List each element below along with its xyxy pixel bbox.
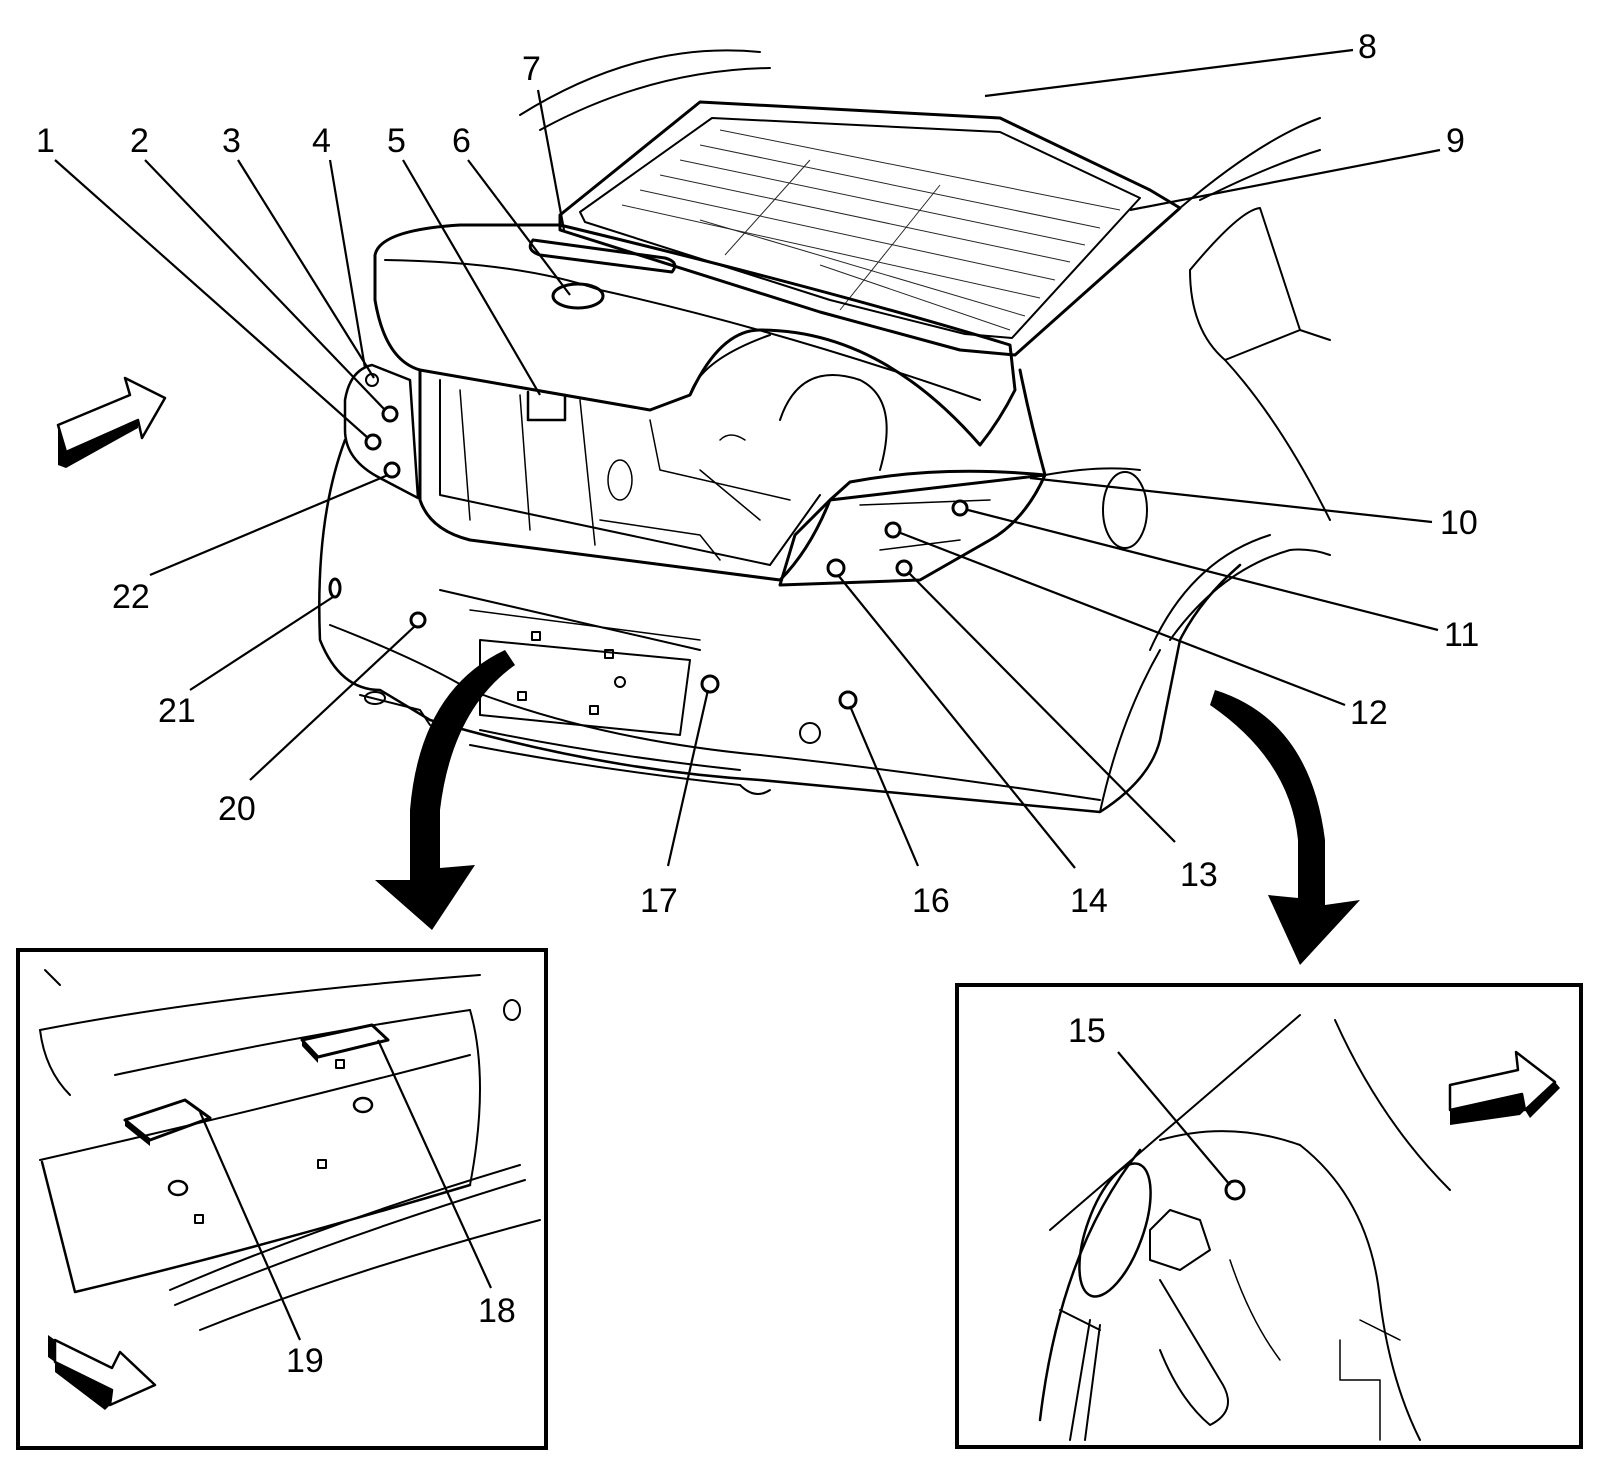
callout-3: 3: [222, 122, 241, 160]
deck-lid: [373, 223, 1017, 447]
direction-arrow-icon: [1448, 1050, 1560, 1125]
callout-1: 1: [36, 122, 55, 160]
callout-17: 17: [640, 882, 678, 920]
callout-15: 15: [1068, 1012, 1106, 1050]
left-tail-lamp-area: [343, 363, 420, 500]
callout-14: 14: [1070, 882, 1108, 920]
rear-window: [519, 49, 1182, 357]
callout-7: 7: [522, 50, 541, 88]
callout-10: 10: [1440, 504, 1478, 542]
right-tail-lamp-area: [778, 473, 1047, 587]
curved-arrow-icon: [1210, 690, 1360, 965]
callout-12: 12: [1350, 694, 1388, 732]
callout-8: 8: [1358, 28, 1377, 66]
curved-arrow-icon: [375, 650, 515, 930]
rear-bumper-fascia: [318, 438, 1242, 814]
callout-13: 13: [1180, 856, 1218, 894]
callout-6: 6: [452, 122, 471, 160]
callout-2: 2: [130, 122, 149, 160]
direction-arrow-icon: [48, 1335, 157, 1410]
callout-19: 19: [286, 1342, 324, 1380]
direction-arrow-icon: [56, 376, 167, 468]
callout-20: 20: [218, 790, 256, 828]
trunk-compartment: [418, 368, 1047, 582]
callout-5: 5: [387, 122, 406, 160]
callout-21: 21: [158, 692, 196, 730]
quarter-panel-inset: [955, 983, 1583, 1449]
vehicle-rear-view: [318, 49, 1331, 814]
callout-18: 18: [478, 1292, 516, 1330]
callout-4: 4: [312, 122, 331, 160]
callout-numbers: 1 2 3 4 5 6 7 8 9 10 11 12 13 14 15 16 1…: [36, 28, 1479, 1380]
callout-22: 22: [112, 578, 150, 616]
callout-16: 16: [912, 882, 950, 920]
callout-11: 11: [1444, 616, 1479, 654]
callout-9: 9: [1446, 122, 1465, 160]
leader-lines: [54, 48, 1441, 1341]
